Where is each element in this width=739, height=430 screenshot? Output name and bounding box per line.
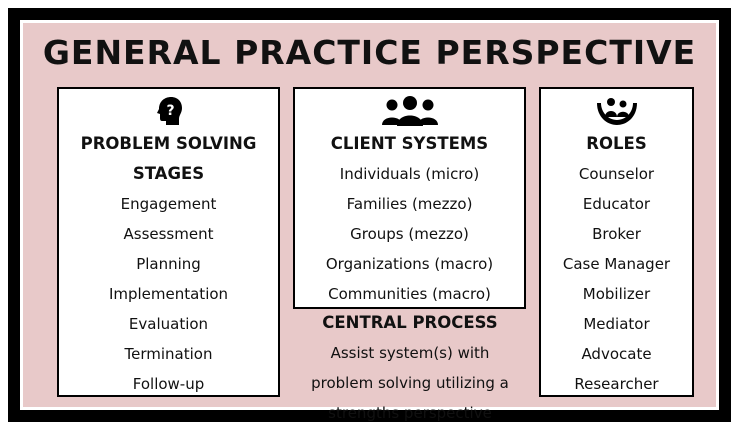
client-system-item: Families (mezzo) [346, 195, 473, 213]
roles-box: ROLES Counselor Educator Broker Case Man… [539, 87, 694, 397]
client-system-item: Organizations (macro) [325, 255, 494, 273]
stage-item: Evaluation [128, 315, 209, 333]
role-item: Researcher [574, 375, 659, 393]
central-process-line: Assist system(s) with [330, 344, 490, 362]
client-system-item: Groups (mezzo) [350, 225, 469, 243]
problem-solving-heading-1: PROBLEM SOLVING [80, 134, 257, 153]
central-process-heading: CENTRAL PROCESS [322, 313, 498, 332]
client-systems-box: CLIENT SYSTEMS Individuals (micro) Famil… [293, 87, 526, 309]
central-process-line: problem solving utilizing a [311, 374, 509, 392]
role-item: Mobilizer [582, 285, 651, 303]
question-head-icon: ? [59, 95, 278, 129]
diagram-panel: GENERAL PRACTICE PERSPECTIVE ? PROBLEM S… [20, 20, 719, 422]
stage-item: Planning [136, 255, 201, 273]
caring-hands-icon [541, 95, 692, 129]
role-item: Educator [582, 195, 651, 213]
stage-item: Implementation [108, 285, 229, 303]
central-process-line: strengths perspective [328, 404, 492, 422]
stage-item: Engagement [120, 195, 217, 213]
page-title: GENERAL PRACTICE PERSPECTIVE [42, 33, 697, 72]
client-systems-heading: CLIENT SYSTEMS [330, 134, 489, 153]
svg-text:?: ? [166, 103, 174, 119]
group-people-icon [295, 95, 524, 129]
outer-frame: GENERAL PRACTICE PERSPECTIVE ? PROBLEM S… [8, 8, 731, 422]
role-item: Advocate [581, 345, 652, 363]
role-item: Case Manager [562, 255, 671, 273]
stage-item: Follow-up [132, 375, 205, 393]
stage-item: Assessment [123, 225, 214, 243]
problem-solving-box: ? PROBLEM SOLVING STAGES Engagement Asse… [57, 87, 280, 397]
role-item: Broker [592, 225, 641, 243]
central-process: CENTRAL PROCESS Assist system(s) with pr… [281, 308, 539, 428]
roles-heading: ROLES [586, 134, 647, 153]
client-system-item: Communities (macro) [328, 285, 491, 303]
stage-item: Termination [124, 345, 213, 363]
problem-solving-heading-2: STAGES [132, 164, 205, 183]
role-item: Counselor [578, 165, 655, 183]
client-system-item: Individuals (micro) [339, 165, 480, 183]
role-item: Mediator [583, 315, 650, 333]
